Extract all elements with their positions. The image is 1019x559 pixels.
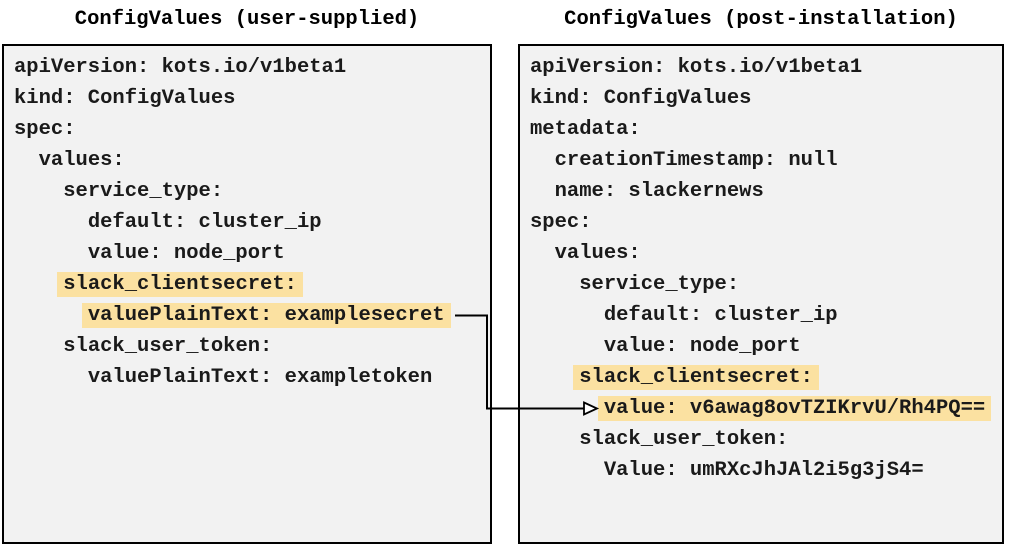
code-text: name: slackernews [554,180,764,203]
code-line: valuePlainText: exampletoken [14,362,490,393]
code-line: spec: [14,114,490,145]
code-line: slack_user_token: [14,331,490,362]
code-line: kind: ConfigValues [530,83,1002,114]
code-text: slack_user_token: [579,428,789,451]
code-line: slack_clientsecret: [530,362,1002,393]
code-line: values: [14,145,490,176]
panel-title-post-installation: ConfigValues (post-installation) [564,8,958,31]
code-line: metadata: [530,114,1002,145]
highlighted-code-text: valuePlainText: examplesecret [81,303,451,328]
code-text: default: cluster_ip [603,304,838,327]
code-line: service_type: [530,269,1002,300]
code-line: spec: [530,207,1002,238]
code-line: slack_clientsecret: [14,269,490,300]
highlighted-code-text: value: v6awag8ovTZIKrvU/Rh4PQ== [597,396,992,421]
code-text: slack_user_token: [63,335,273,358]
code-line: valuePlainText: examplesecret [14,300,490,331]
code-line: kind: ConfigValues [14,83,490,114]
code-text: spec: [14,118,76,141]
code-text: values: [554,242,641,265]
code-line: apiVersion: kots.io/v1beta1 [530,52,1002,83]
code-text: valuePlainText: exampletoken [87,366,433,389]
code-text: service_type: [63,180,224,203]
code-line: creationTimestamp: null [530,145,1002,176]
highlighted-code-text: slack_clientsecret: [57,272,303,297]
code-text: values: [38,149,125,172]
code-text: apiVersion: kots.io/v1beta1 [14,56,347,79]
panel-title-user-supplied: ConfigValues (user-supplied) [74,8,420,31]
code-line: values: [530,238,1002,269]
code-line: value: node_port [14,238,490,269]
code-text: service_type: [579,273,740,296]
code-line: value: node_port [530,331,1002,362]
code-text: value: node_port [87,242,285,265]
code-line: apiVersion: kots.io/v1beta1 [14,52,490,83]
code-line: slack_user_token: [530,424,1002,455]
code-text: default: cluster_ip [87,211,322,234]
code-text: metadata: [530,118,641,141]
code-line: service_type: [14,176,490,207]
code-line: default: cluster_ip [14,207,490,238]
highlighted-code-text: slack_clientsecret: [573,365,819,390]
code-text: apiVersion: kots.io/v1beta1 [530,56,863,79]
code-text: creationTimestamp: null [554,149,838,172]
code-box-user-supplied: apiVersion: kots.io/v1beta1 kind: ConfigV… [2,44,492,544]
code-line: Value: umRXcJhJAl2i5g3jS4= [530,455,1002,486]
code-text: kind: ConfigValues [530,87,752,110]
code-line: value: v6awag8ovTZIKrvU/Rh4PQ== [530,393,1002,424]
code-line: name: slackernews [530,176,1002,207]
code-box-post-installation: apiVersion: kots.io/v1beta1 kind: ConfigV… [518,44,1004,544]
code-text: kind: ConfigValues [14,87,236,110]
code-text: spec: [530,211,592,234]
code-text: Value: umRXcJhJAl2i5g3jS4= [603,459,924,482]
code-text: value: node_port [603,335,801,358]
code-line: default: cluster_ip [530,300,1002,331]
